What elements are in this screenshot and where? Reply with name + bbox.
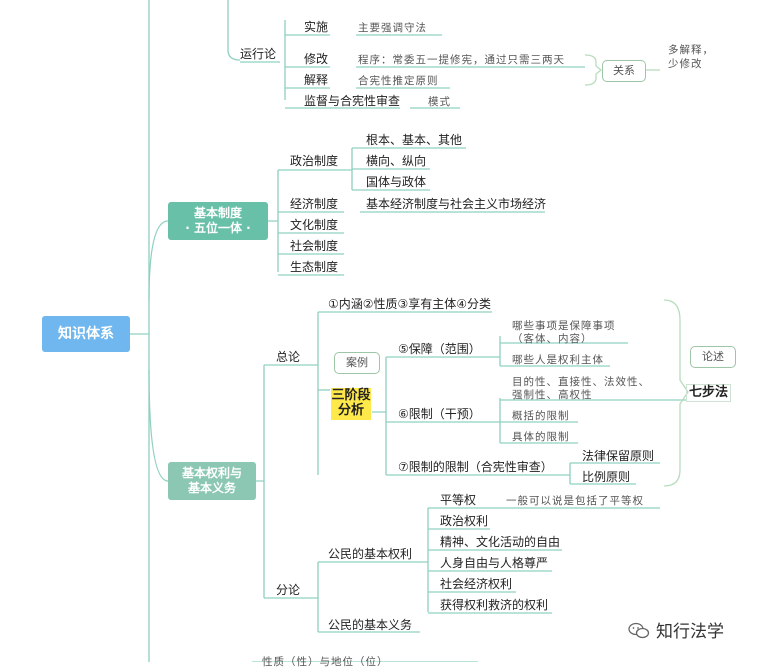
proportionality-node[interactable]: 比例原则 bbox=[582, 470, 631, 484]
equality-note: 一般可以说是包括了平等权 bbox=[506, 495, 644, 507]
political-system-node[interactable]: 政治制度 bbox=[290, 154, 339, 168]
supervision-node[interactable]: 监督与合宪性审查 bbox=[304, 94, 401, 108]
guarantee-node[interactable]: ⑤保障（范围） bbox=[398, 342, 481, 356]
relation-callout[interactable]: 关系 bbox=[602, 60, 646, 82]
economic-system-node[interactable]: 经济制度 bbox=[290, 197, 339, 211]
three-stage-line2: 分析 bbox=[337, 403, 364, 418]
three-stage-line1: 三阶段 bbox=[331, 388, 371, 403]
restriction-node[interactable]: ⑥限制（干预） bbox=[398, 407, 481, 421]
rights-line2: 基本义务 bbox=[187, 481, 236, 495]
basic-system-node[interactable]: 基本制度 · 五位一体 · bbox=[168, 202, 268, 240]
rights-line1: 基本权利与 bbox=[181, 466, 242, 480]
supervision-note: 模式 bbox=[428, 96, 451, 108]
case-callout[interactable]: 案例 bbox=[334, 352, 380, 374]
restriction-item-3[interactable]: 概括的限制 bbox=[512, 410, 570, 422]
review-callout[interactable]: 论述 bbox=[690, 346, 736, 368]
social-system-node[interactable]: 社会制度 bbox=[290, 239, 339, 253]
guarantee-item-2: （客体、内容） bbox=[512, 333, 593, 345]
restriction-item-4[interactable]: 具体的限制 bbox=[512, 431, 570, 443]
spiritual-freedom-node[interactable]: 精神、文化活动的自由 bbox=[440, 535, 561, 549]
amendment-note: 程序：常委五一提修宪，通过只需三两天 bbox=[358, 54, 565, 66]
watermark-text: 知行法学 bbox=[656, 622, 724, 642]
guarantee-item-3[interactable]: 哪些人是权利主体 bbox=[512, 354, 604, 366]
personal-freedom-node[interactable]: 人身自由与人格尊严 bbox=[440, 556, 549, 570]
root-node[interactable]: 知识体系 bbox=[42, 316, 130, 352]
political-rights-node[interactable]: 政治权利 bbox=[440, 514, 489, 528]
economic-system-note[interactable]: 基本经济制度与社会主义市场经济 bbox=[366, 197, 547, 211]
restriction-item-1[interactable]: 目的性、直接性、法效性、 bbox=[512, 376, 650, 388]
socioeconomic-rights-node[interactable]: 社会经济权利 bbox=[440, 577, 513, 591]
equality-right-node[interactable]: 平等权 bbox=[440, 493, 477, 507]
remedy-rights-node[interactable]: 获得权利救济的权利 bbox=[440, 598, 549, 612]
rights-node[interactable]: 基本权利与 基本义务 bbox=[168, 462, 256, 500]
specific-theory-node[interactable]: 分论 bbox=[276, 583, 301, 597]
amendment-node[interactable]: 修改 bbox=[304, 52, 329, 66]
bottom-cut-node: 性质（性）与地位（位） bbox=[262, 656, 389, 668]
political-item-1[interactable]: 根本、基本、其他 bbox=[366, 133, 463, 147]
political-item-3[interactable]: 国体与政体 bbox=[366, 175, 427, 189]
implementation-note: 主要强调守法 bbox=[358, 22, 427, 34]
limit-of-restriction-node[interactable]: ⑦限制的限制（合宪性审查） bbox=[398, 460, 553, 474]
relation-note-line1: 多解释， bbox=[668, 44, 714, 56]
citizen-duties-node[interactable]: 公民的基本义务 bbox=[328, 618, 413, 632]
general-summary-node[interactable]: ①内涵②性质③享有主体④分类 bbox=[328, 297, 492, 311]
relation-note-line2: 少修改 bbox=[668, 58, 703, 70]
political-item-2[interactable]: 横向、纵向 bbox=[366, 154, 427, 168]
interpretation-note: 合宪性推定原则 bbox=[358, 75, 439, 87]
citizen-rights-node[interactable]: 公民的基本权利 bbox=[328, 547, 413, 561]
ecological-system-node[interactable]: 生态制度 bbox=[290, 260, 339, 274]
basic-system-line2: · 五位一体 · bbox=[185, 221, 251, 235]
wechat-icon bbox=[628, 622, 650, 639]
three-stage-analysis-node[interactable]: 三阶段 分析 bbox=[331, 388, 371, 420]
watermark: 知行法学 bbox=[628, 617, 724, 642]
legal-reservation-node[interactable]: 法律保留原则 bbox=[582, 449, 655, 463]
restriction-item-2: 强制性、高权性 bbox=[512, 389, 593, 401]
cultural-system-node[interactable]: 文化制度 bbox=[290, 218, 339, 232]
guarantee-item-1[interactable]: 哪些事项是保障事项 bbox=[512, 320, 616, 332]
interpretation-node[interactable]: 解释 bbox=[304, 73, 329, 87]
seven-steps-node[interactable]: 七步法 bbox=[686, 384, 732, 402]
implementation-node[interactable]: 实施 bbox=[304, 20, 329, 34]
operation-theory-node[interactable]: 运行论 bbox=[240, 47, 277, 61]
basic-system-line1: 基本制度 bbox=[193, 206, 242, 220]
general-theory-node[interactable]: 总论 bbox=[276, 350, 301, 364]
